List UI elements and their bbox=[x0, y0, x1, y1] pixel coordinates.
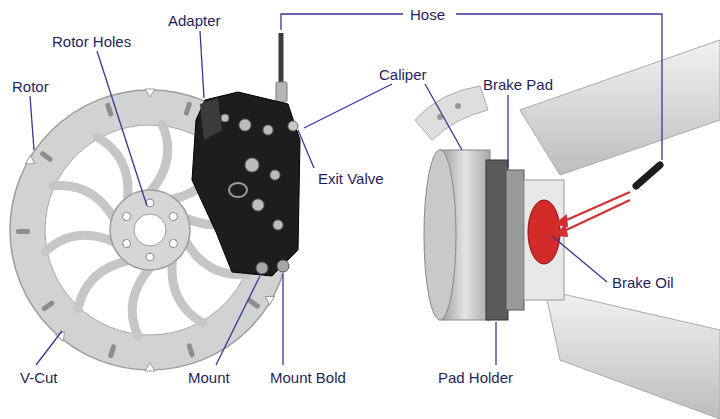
leader-line bbox=[216, 276, 260, 365]
frame-arm bbox=[520, 40, 720, 175]
flow-line bbox=[562, 200, 630, 232]
mount bbox=[256, 262, 268, 274]
caliper-bolt bbox=[270, 170, 280, 180]
rotor-spoke bbox=[158, 261, 212, 326]
caliper-bolts bbox=[221, 114, 283, 230]
rotor-spoke bbox=[44, 225, 114, 263]
caliper-logo bbox=[229, 183, 247, 197]
v-cut-notch bbox=[145, 89, 155, 97]
piston-housing bbox=[524, 180, 564, 300]
leader-line bbox=[298, 130, 314, 168]
hose-end bbox=[636, 165, 660, 186]
caliper-body bbox=[192, 92, 300, 276]
leader-line bbox=[36, 331, 62, 365]
part-label: Brake Oil bbox=[612, 274, 674, 291]
rotor-section-hole bbox=[455, 103, 461, 109]
rotor-spoke bbox=[150, 124, 168, 192]
flow-head bbox=[556, 226, 567, 236]
rotor-hole bbox=[121, 238, 132, 249]
part-label: Mount bbox=[188, 369, 230, 386]
v-cut-notch bbox=[25, 155, 37, 168]
part-label: Pad Holder bbox=[438, 369, 513, 386]
caliper-bolt bbox=[273, 220, 283, 230]
ring-slot bbox=[186, 343, 195, 358]
rotor-holes bbox=[121, 199, 179, 261]
caliper-bolt bbox=[239, 119, 251, 131]
part-label: V-Cut bbox=[20, 369, 58, 386]
ring-slot bbox=[39, 150, 53, 162]
leader-line bbox=[495, 322, 496, 365]
rotor-spoke bbox=[49, 180, 119, 218]
rotor-hole bbox=[146, 253, 154, 261]
part-label: Mount Bold bbox=[270, 369, 346, 386]
leader-line bbox=[507, 95, 508, 168]
caliper-bolt bbox=[263, 125, 273, 135]
ring-slot bbox=[105, 102, 114, 117]
leader-line bbox=[30, 96, 34, 150]
leader-line bbox=[425, 84, 462, 150]
part-label: Hose bbox=[410, 6, 445, 23]
ring-slot bbox=[183, 101, 192, 116]
leader-line bbox=[97, 51, 147, 206]
exit-valve bbox=[288, 121, 298, 131]
rotor-hole bbox=[168, 211, 179, 222]
part-label: Brake Pad bbox=[483, 76, 553, 93]
rotor-center bbox=[134, 214, 166, 246]
leader-line bbox=[282, 274, 283, 365]
part-label: Caliper bbox=[379, 66, 427, 83]
brake-oil bbox=[528, 200, 560, 264]
caliper-bolt bbox=[221, 114, 229, 122]
part-label: Rotor bbox=[12, 78, 49, 95]
ring-slot bbox=[108, 344, 117, 359]
part-label: Exit Valve bbox=[318, 170, 384, 187]
hose-fitting bbox=[276, 82, 287, 102]
oil-flow-arrows bbox=[556, 192, 630, 236]
caliper-bolt bbox=[245, 158, 259, 172]
rotor-spoke bbox=[132, 268, 150, 336]
rotor-hole bbox=[121, 211, 132, 222]
v-cut-notch bbox=[56, 329, 69, 342]
pad-holder bbox=[486, 160, 508, 320]
brake-pad bbox=[506, 170, 524, 310]
leader-line bbox=[552, 236, 607, 282]
adapter-plate bbox=[200, 98, 222, 140]
flow-line bbox=[562, 192, 630, 222]
caliper-bolt bbox=[252, 199, 264, 211]
rotor-hole bbox=[168, 238, 179, 249]
leader-line bbox=[281, 14, 403, 30]
rotor-spoke bbox=[73, 250, 127, 315]
leader-line bbox=[456, 14, 662, 160]
ring-slot bbox=[41, 300, 55, 312]
ring-slot bbox=[16, 229, 30, 234]
frame-arm bbox=[545, 290, 720, 419]
leader-line bbox=[200, 31, 204, 98]
rotor-hub bbox=[110, 190, 190, 270]
part-label: Adapter bbox=[168, 12, 221, 29]
part-label: Rotor Holes bbox=[52, 33, 131, 50]
caliper-end bbox=[424, 150, 456, 320]
v-cut-notch bbox=[263, 292, 275, 305]
mount-bolt bbox=[277, 260, 289, 272]
v-cut-notch bbox=[145, 363, 155, 371]
leader-lines bbox=[30, 14, 662, 365]
leader-line bbox=[304, 84, 392, 128]
